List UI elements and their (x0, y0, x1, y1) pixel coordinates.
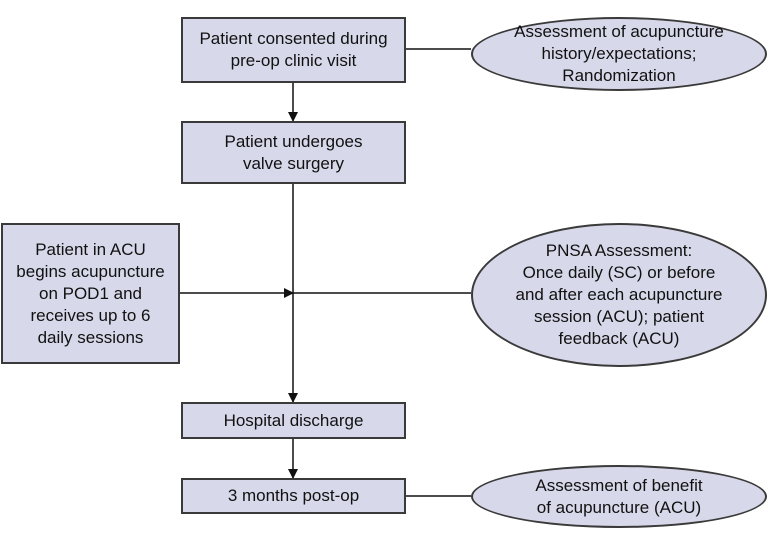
three-months-box: 3 months post-op (181, 478, 406, 514)
acu-acupuncture-box: Patient in ACU begins acupuncture on POD… (1, 223, 180, 364)
discharge-box: Hospital discharge (181, 402, 406, 439)
consent-box: Patient consented during pre-op clinic v… (181, 17, 406, 83)
pnsa-assessment-ellipse: PNSA Assessment: Once daily (SC) or befo… (471, 223, 767, 367)
history-assessment-ellipse: Assessment of acupuncture history/expect… (471, 17, 767, 91)
benefit-assessment-ellipse: Assessment of benefit of acupuncture (AC… (471, 465, 767, 528)
surgery-box: Patient undergoes valve surgery (181, 121, 406, 184)
